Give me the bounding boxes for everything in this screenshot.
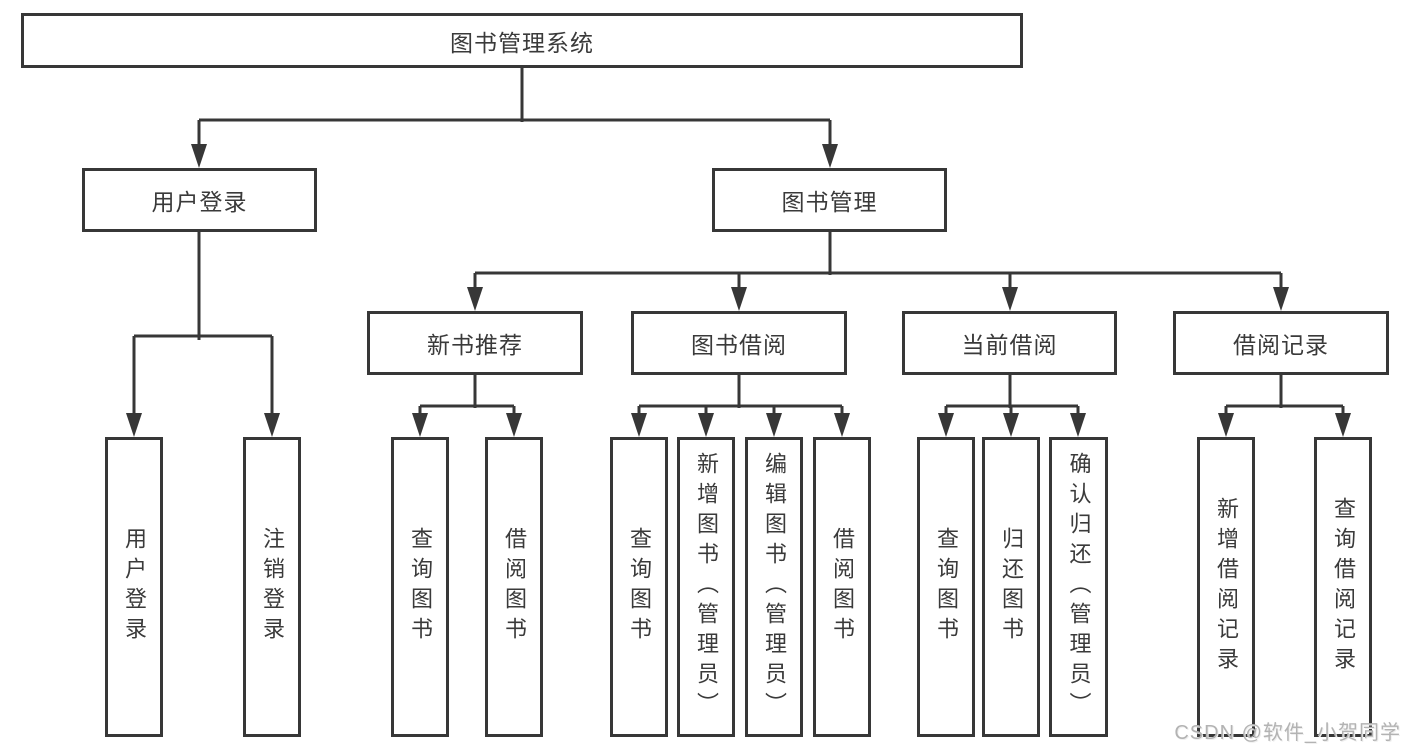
leaf-query-books-3: 查询图书 xyxy=(917,437,975,737)
leaf-query-books-1: 查询图书 xyxy=(391,437,449,737)
leaf-edit-book-admin: 编辑图书（管理员） xyxy=(745,437,803,737)
node-borrow-records: 借阅记录 xyxy=(1173,311,1389,375)
leaf-confirm-return-admin: 确认归还（管理员） xyxy=(1049,437,1108,737)
leaf-add-book-admin: 新增图书（管理员） xyxy=(677,437,735,737)
leaf-return-book: 归还图书 xyxy=(982,437,1040,737)
leaf-label: 新增借阅记录 xyxy=(1214,497,1239,677)
leaf-label: 借阅图书 xyxy=(830,527,855,647)
leaf-label: 查询图书 xyxy=(627,527,652,647)
leaf-query-books-2: 查询图书 xyxy=(610,437,668,737)
leaf-label: 查询借阅记录 xyxy=(1331,497,1356,677)
node-current-borrow: 当前借阅 xyxy=(902,311,1117,375)
csdn-watermark: CSDN @软件_小贺同学 xyxy=(1174,722,1401,744)
leaf-label: 查询图书 xyxy=(934,527,959,647)
leaf-label: 借阅图书 xyxy=(502,527,527,647)
leaf-label: 归还图书 xyxy=(999,527,1024,647)
node-book-borrow: 图书借阅 xyxy=(631,311,847,375)
leaf-user-login: 用户登录 xyxy=(105,437,163,737)
leaf-borrow-books-2: 借阅图书 xyxy=(813,437,871,737)
leaf-add-borrow-record: 新增借阅记录 xyxy=(1197,437,1255,737)
node-book-management: 图书管理 xyxy=(712,168,947,232)
leaf-query-borrow-record: 查询借阅记录 xyxy=(1314,437,1372,737)
leaf-label: 查询图书 xyxy=(408,527,433,647)
node-user-login: 用户登录 xyxy=(82,168,317,232)
leaf-logout: 注销登录 xyxy=(243,437,301,737)
leaf-label: 注销登录 xyxy=(260,527,285,647)
leaf-label: 用户登录 xyxy=(122,527,147,647)
root-node-library-system: 图书管理系统 xyxy=(21,13,1023,68)
leaf-label: 确认归还（管理员） xyxy=(1066,452,1092,722)
arrowheads xyxy=(126,144,1351,437)
leaf-label: 新增图书（管理员） xyxy=(694,452,719,722)
leaf-borrow-books-1: 借阅图书 xyxy=(485,437,543,737)
node-new-book-recommend: 新书推荐 xyxy=(367,311,583,375)
leaf-label: 编辑图书（管理员） xyxy=(762,452,787,722)
